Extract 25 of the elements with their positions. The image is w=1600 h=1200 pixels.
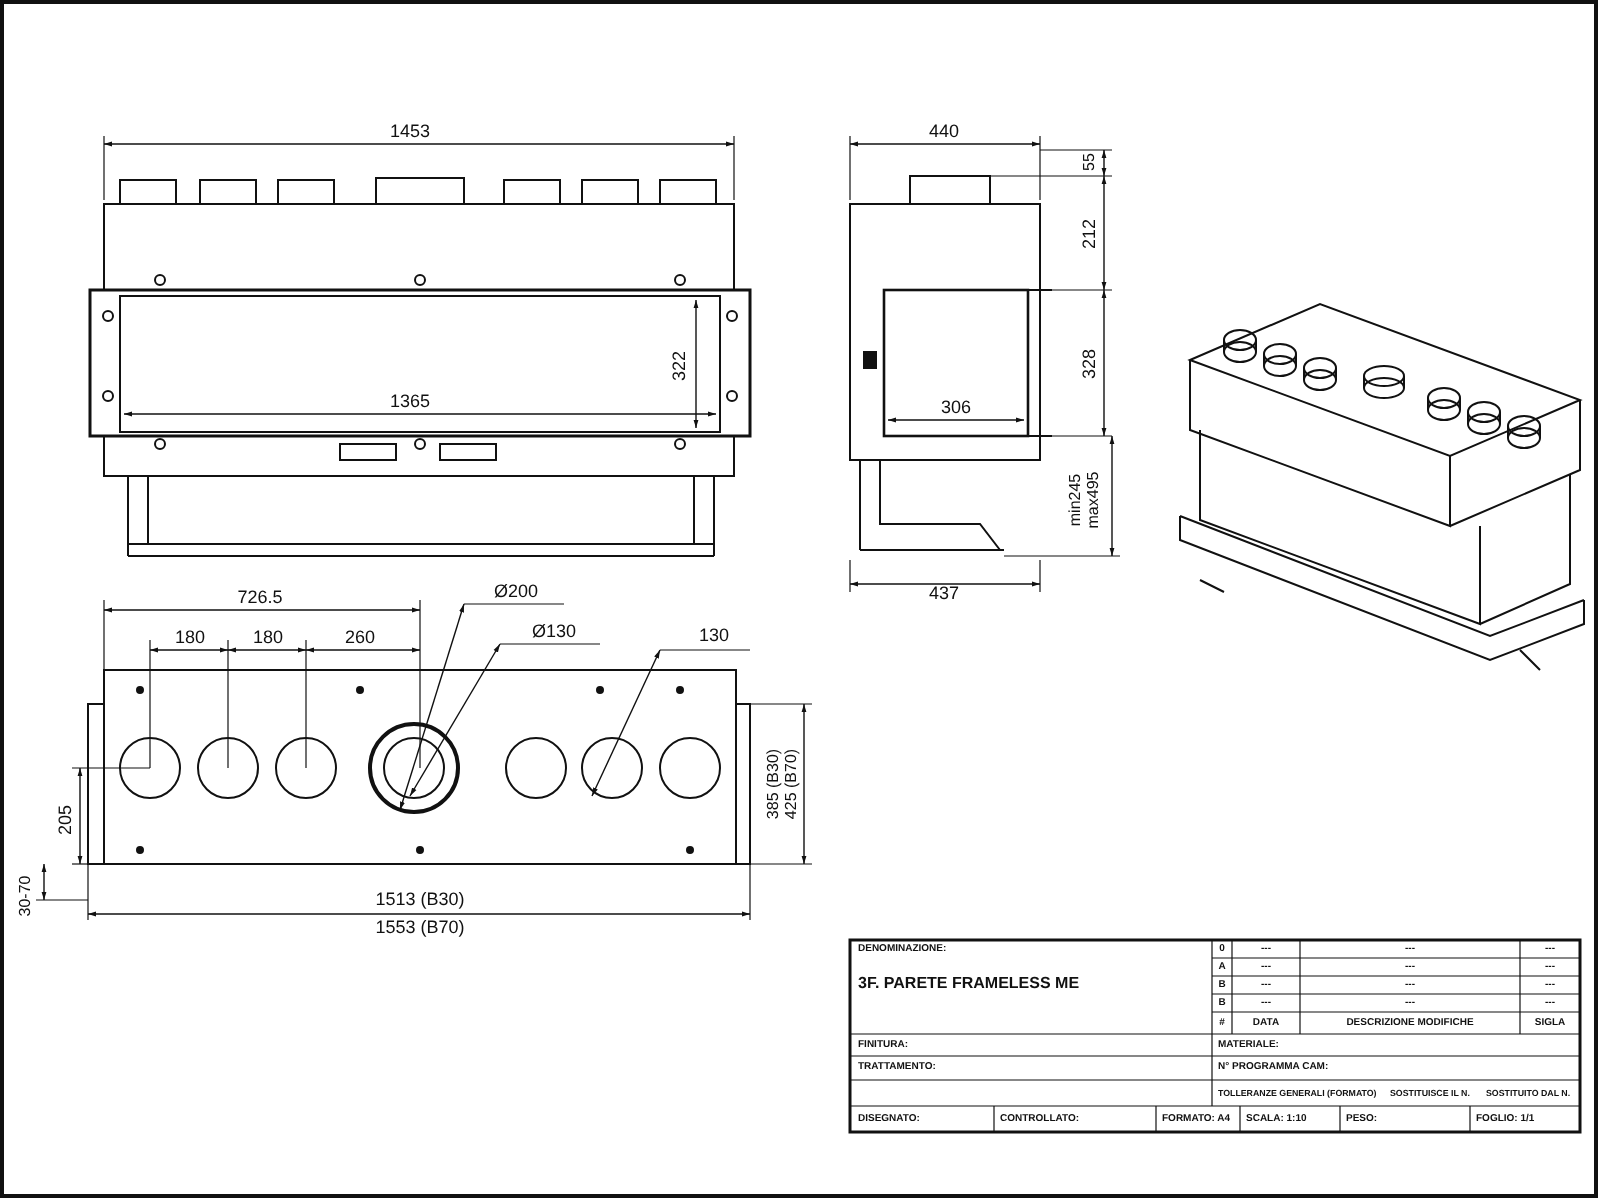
dimension-value: 726.5 (237, 589, 283, 607)
dimension-value: min245 (1068, 473, 1084, 527)
dimension-value: 180 (174, 629, 206, 647)
dimension-value: 328 (1081, 348, 1099, 380)
dimension-value: 55 (1082, 153, 1098, 171)
dimension-value: 306 (940, 399, 972, 417)
dimension-value: 437 (928, 585, 960, 603)
dimension-value: 385 (B30) (766, 748, 782, 820)
dimension-value: 180 (252, 629, 284, 647)
dimension-value: 425 (B70) (784, 748, 800, 820)
dimension-value: max495 (1086, 471, 1102, 529)
dimension-value: 1365 (389, 393, 431, 411)
dimension-value: 1553 (B70) (375, 919, 465, 937)
dimension-value: Ø200 (493, 583, 539, 601)
dimension-value: 322 (671, 350, 689, 382)
dimension-value: Ø130 (531, 623, 577, 641)
drawing-name: 3F. PARETE FRAMELESS ME (858, 976, 1080, 992)
dimension-value: 30-70 (18, 875, 34, 917)
dimension-value: 212 (1081, 218, 1099, 250)
dimension-value: 260 (344, 629, 376, 647)
dimension-value: 130 (698, 627, 730, 645)
dimension-value: 1513 (B30) (375, 891, 465, 909)
dimension-value: 1453 (389, 123, 431, 141)
dimension-value: 205 (57, 804, 75, 836)
dimension-value: 440 (928, 123, 960, 141)
